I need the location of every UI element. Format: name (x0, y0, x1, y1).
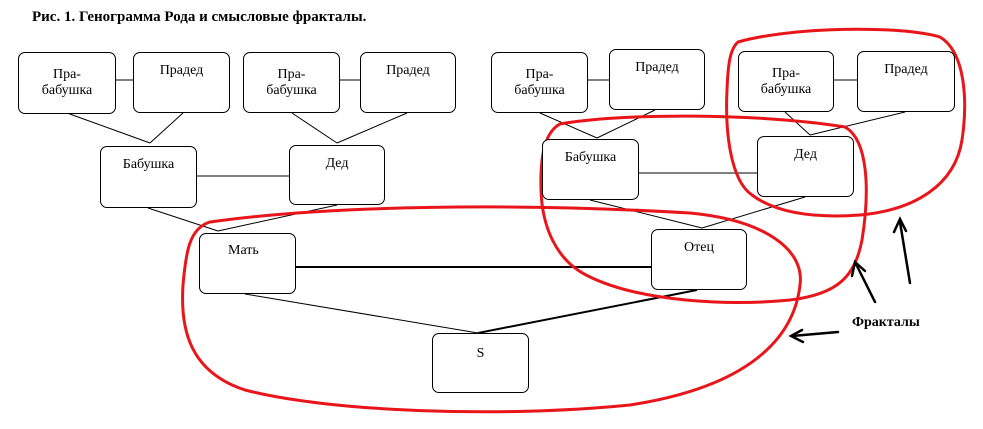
descent-line (539, 112, 598, 139)
node-great-grandmother-right-2: Пра- бабушка (738, 51, 834, 112)
figure-title: Рис. 1. Генограмма Рода и смысловые фрак… (32, 9, 367, 25)
descent-line (701, 196, 806, 229)
arrow-head-icon (892, 216, 908, 234)
node-grandmother-left: Бабушка (100, 146, 197, 208)
descent-line (784, 111, 811, 136)
descent-line (589, 199, 703, 229)
descent-line (336, 112, 408, 144)
arrow-to-great-grandparents-fractal (898, 220, 912, 285)
arrow-to-parents-fractal (790, 330, 840, 338)
descent-line (149, 112, 184, 144)
node-great-grandfather-right-1: Прадед (609, 49, 705, 110)
arrow-head-icon (850, 259, 867, 278)
descent-line-to-self (244, 293, 479, 334)
descent-line (66, 112, 151, 144)
fractal-outline-paternal-grandparents (539, 114, 868, 304)
node-grandfather-right: Дед (757, 136, 854, 197)
fractal-outline-parents (181, 205, 802, 414)
node-great-grandfather-right-2: Прадед (857, 51, 955, 112)
node-great-grandmother-right-1: Пра- бабушка (491, 52, 588, 113)
node-father: Отец (651, 229, 747, 290)
node-great-grandfather-left-1: Прадед (133, 52, 230, 113)
fractals-label: Фракталы (852, 315, 920, 330)
descent-line (147, 207, 219, 232)
node-mother: Мать (199, 233, 296, 294)
node-grandmother-right: Бабушка (542, 139, 639, 200)
descent-line (809, 111, 906, 136)
fractal-outline-paternal-great-grandparents (725, 27, 967, 218)
node-self: S (432, 333, 529, 393)
descent-line (291, 112, 338, 144)
descent-line (217, 204, 338, 232)
descent-line (596, 109, 656, 139)
node-great-grandfather-left-2: Прадед (360, 52, 456, 113)
node-grandfather-left: Дед (289, 145, 385, 205)
node-great-grandmother-left-2: Пра- бабушка (243, 52, 340, 113)
arrow-head-icon (788, 328, 805, 344)
arrow-to-grandparents-fractal (854, 262, 877, 304)
node-great-grandmother-left-1: Пра- бабушка (18, 52, 116, 114)
